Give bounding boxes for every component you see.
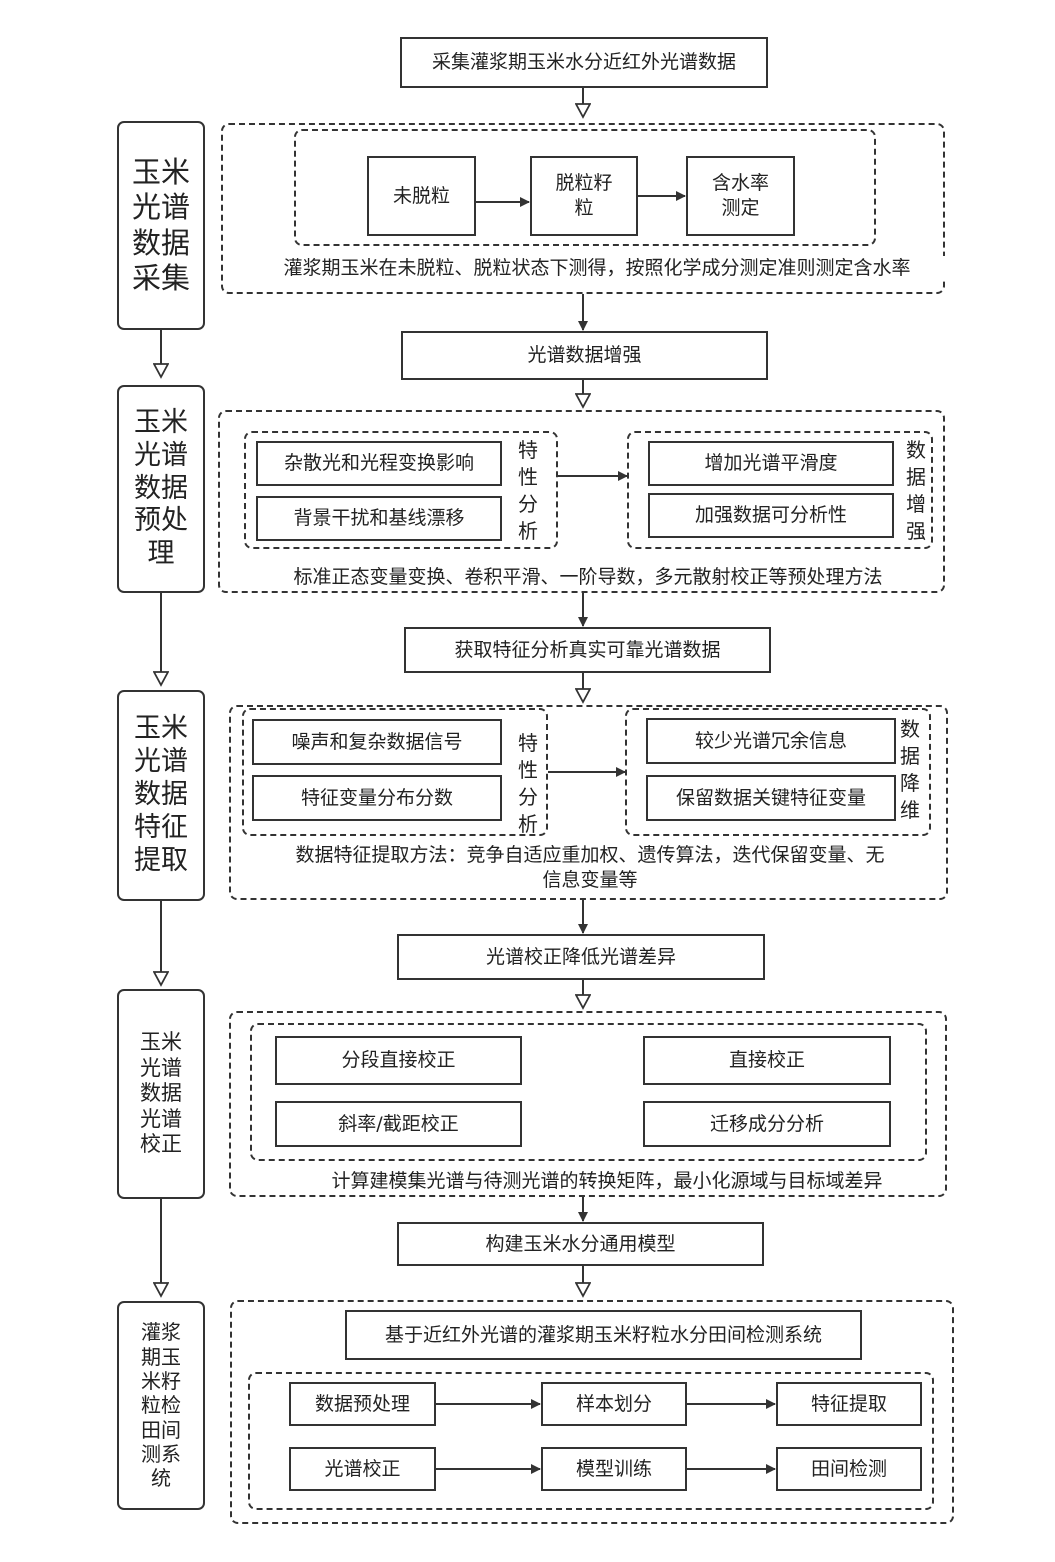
stage2-right-item-1: 增加光谱平滑度 [648, 441, 894, 486]
stage2-side-label: 玉米 光谱 数据 预处 理 [117, 385, 205, 593]
stage3-left-item-2: 特征变量分布分数 [252, 775, 502, 821]
step-feature-extract-box: 特征提取 [776, 1382, 922, 1426]
stage3-caption: 数据特征提取方法：竞争自适应重加权、遗传算法，迭代保留变量、无 信息变量等 [250, 843, 930, 893]
stage2-outer-frame [218, 410, 945, 593]
stage2-right-item-2: 加强数据可分析性 [648, 493, 894, 538]
stage2-left-item-1: 杂散光和光程变换影响 [256, 441, 502, 486]
stage1-caption: 灌浆期玉米在未脱粒、脱粒状态下测得，按照化学成分测定准则测定含水率 [244, 256, 950, 281]
top-title-box: 采集灌浆期玉米水分近红外光谱数据 [400, 37, 768, 88]
unthreshed-box: 未脱粒 [367, 156, 476, 236]
stage3-left-item-1: 噪声和复杂数据信号 [252, 719, 502, 765]
step-sample-split-box: 样本划分 [541, 1382, 687, 1426]
stage2-left-frame [244, 431, 558, 549]
step4-box: 光谱校正降低光谱差异 [397, 934, 765, 980]
stage2-left-item-2: 背景干扰和基线漂移 [256, 496, 502, 541]
stage3-side-label: 玉米 光谱 数据 特征 提取 [117, 690, 205, 901]
stage1-inner-frame [294, 129, 876, 246]
stage2-right-vertical-label: 数据增强 [906, 438, 926, 543]
stage4-item-1: 分段直接校正 [275, 1036, 522, 1085]
stage2-right-frame [627, 431, 933, 549]
stage1-side-label: 玉米 光谱 数据 采集 [117, 121, 205, 330]
stage4-item-3: 斜率/截距校正 [275, 1101, 522, 1147]
stage3-right-item-2: 保留数据关键特征变量 [646, 775, 896, 821]
stage3-right-vertical-label: 数据降维 [900, 717, 920, 822]
system-title-box: 基于近红外光谱的灌浆期玉米籽粒水分田间检测系统 [345, 1310, 862, 1360]
step-model-training-box: 模型训练 [541, 1447, 687, 1491]
threshed-kernel-box: 脱粒籽 粒 [530, 156, 638, 236]
moisture-measure-box: 含水率 测定 [686, 156, 795, 236]
stage5-inner-frame [248, 1372, 934, 1510]
step-spectral-correction-box: 光谱校正 [289, 1447, 436, 1491]
step2-box: 光谱数据增强 [401, 331, 768, 380]
top-title-text: 采集灌浆期玉米水分近红外光谱数据 [431, 51, 736, 74]
stage3-left-frame [242, 708, 548, 836]
step-preprocess-box: 数据预处理 [289, 1382, 436, 1426]
stage3-right-item-1: 较少光谱冗余信息 [646, 718, 896, 764]
stage2-caption: 标准正态变量变换、卷积平滑、一阶导数，多元散射校正等预处理方法 [254, 565, 922, 590]
stage5-outer-frame [230, 1300, 954, 1524]
stage5-side-label: 灌浆 期玉 米籽 粒检 田间 测系 统 [117, 1301, 205, 1510]
stage2-left-vertical-label: 特性分析 [518, 438, 538, 543]
stage3-right-frame [625, 708, 931, 836]
stage4-side-label: 玉米 光谱 数据 光谱 校正 [117, 989, 205, 1199]
stage4-outer-frame [229, 1011, 947, 1197]
step5-box: 构建玉米水分通用模型 [397, 1222, 764, 1266]
stage4-item-4: 迁移成分分析 [643, 1101, 891, 1147]
stage3-left-vertical-label: 特性分析 [518, 731, 538, 836]
stage4-caption: 计算建模集光谱与待测光谱的转换矩阵，最小化源域与目标域差异 [282, 1169, 932, 1194]
step-field-detection-box: 田间检测 [776, 1447, 922, 1491]
step3-box: 获取特征分析真实可靠光谱数据 [404, 627, 771, 673]
stage4-item-2: 直接校正 [643, 1036, 891, 1085]
stage4-inner-frame [250, 1023, 927, 1161]
stage1-outer-frame [221, 123, 945, 294]
stage3-outer-frame [229, 705, 948, 900]
